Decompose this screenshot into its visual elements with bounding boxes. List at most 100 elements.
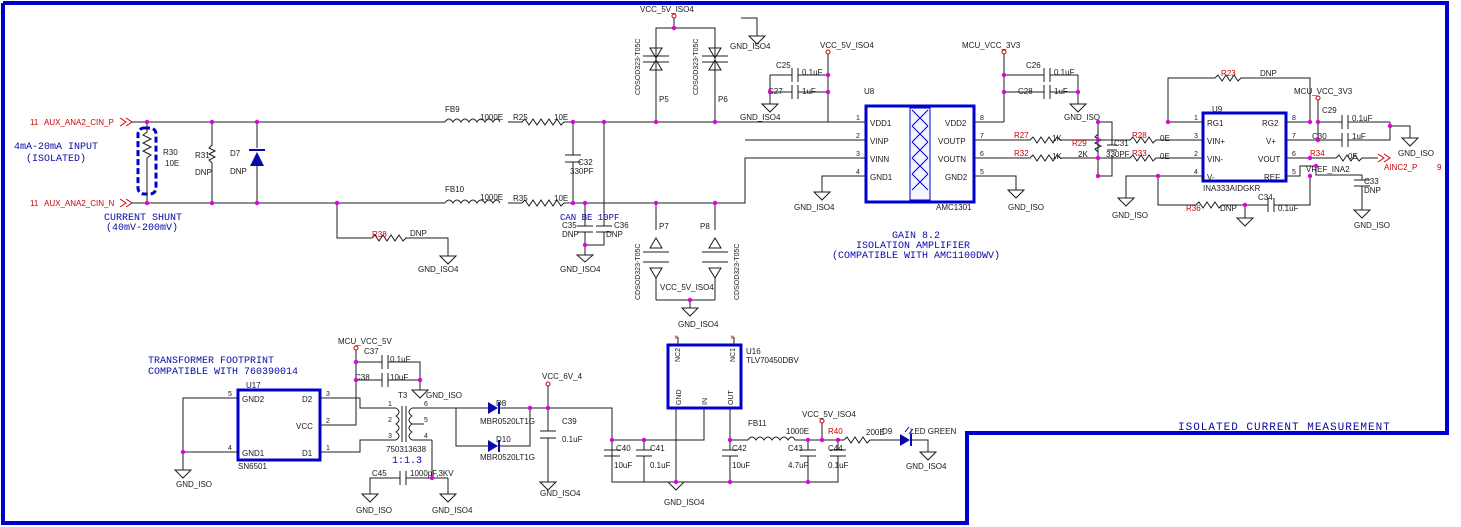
u8-body — [864, 104, 976, 204]
c41-val: 0.1uF — [650, 461, 671, 470]
u16-pin-in: IN — [702, 398, 709, 405]
t3-pinnum-6: 6 — [424, 401, 428, 408]
shunt-label-1: CURRENT SHUNT — [104, 213, 182, 224]
u16-pin-nc1: NC1 — [730, 348, 737, 362]
d9-val: LED GREEN — [910, 427, 956, 436]
u17-pinnum-2: 2 — [326, 418, 330, 425]
gnd-bot: GND_ISO4 — [678, 320, 719, 329]
r31-ref: R31 — [195, 151, 210, 160]
c41-ref: C41 — [650, 444, 665, 453]
u9-pinnum-7: 7 — [1292, 133, 1296, 140]
fb10-val: 1000E — [480, 193, 503, 202]
vref-net: VREF_INA2 — [1306, 165, 1350, 174]
p8-ref: P8 — [700, 222, 710, 231]
gnd-c35: GND_ISO4 — [560, 265, 601, 274]
input-label-1: 4mA-20mA INPUT — [14, 142, 98, 153]
gnd-top: GND_ISO4 — [730, 42, 771, 51]
t3-pinnum-5: 5 — [424, 417, 428, 424]
c39-ref: C39 — [562, 417, 577, 426]
u17-pin-gnd1: GND1 — [242, 449, 265, 458]
p7-val: CDSOD323-T05C — [635, 244, 642, 300]
t3-pinnum-4: 4 — [424, 433, 428, 440]
r34-ref: R34 — [1310, 149, 1325, 158]
r30-val: 10E — [165, 159, 179, 168]
u9-ref: U9 — [1212, 105, 1223, 114]
u9-pin-vplus: V+ — [1266, 137, 1276, 146]
c31-val: 330PF — [1106, 150, 1130, 159]
mcu3v3-u8: MCU_VCC_3V3 — [962, 41, 1021, 50]
compat-label: (COMPATIBLE WITH AMC1100DWV) — [832, 250, 1000, 262]
fb9-val: 1000E — [480, 113, 503, 122]
c25-ref: C25 — [776, 61, 791, 70]
u8-pinnum-4: 4 — [856, 169, 860, 176]
p8-val: CDSOD323-T05C — [734, 244, 741, 300]
c28-ref: C28 — [1018, 87, 1033, 96]
u9-pinnum-6: 6 — [1292, 151, 1296, 158]
gnd-c33: GND_ISO — [1354, 221, 1390, 230]
u17-pinnum-1: 1 — [326, 445, 330, 452]
c29-val: 0.1uF — [1352, 114, 1373, 123]
u8-pinnum-7: 7 — [980, 133, 984, 140]
r36-ref: R36 — [1186, 204, 1201, 213]
u8-pin-gnd2: GND2 — [945, 173, 968, 182]
c38-val: 10uF — [390, 373, 408, 382]
c37-ref: C37 — [364, 347, 379, 356]
gnd-c27: GND_ISO4 — [740, 113, 781, 122]
gnd-u9-vplus: GND_ISO — [1398, 149, 1434, 158]
u16-pin-gnd: GND — [676, 389, 683, 405]
t3-pinnum-1: 1 — [388, 401, 392, 408]
r27-val: 1K — [1052, 134, 1062, 143]
u16-x-nc1: × — [730, 333, 735, 342]
c34-val: 0.1uF — [1278, 204, 1299, 213]
xfmr-label-2: COMPATIBLE WITH 760390014 — [148, 367, 298, 378]
u9-pinnum-1: 1 — [1194, 115, 1198, 122]
u9-pinnum-2: 2 — [1194, 151, 1198, 158]
c45-ref: C45 — [372, 469, 387, 478]
c43-val: 4.7uF — [788, 461, 809, 470]
gnd-u16: GND_ISO4 — [664, 498, 705, 507]
u9-pinnum-8: 8 — [1292, 115, 1296, 122]
can-be-label: CAN BE 10PF — [560, 213, 619, 223]
u8-pinnum-1: 1 — [856, 115, 860, 122]
vcc5-u8: VCC_5V_ISO4 — [820, 41, 874, 50]
c42-ref: C42 — [732, 444, 747, 453]
gnd-c28: GND_ISO — [1064, 113, 1100, 122]
u9-pin-rg1: RG1 — [1207, 119, 1224, 128]
c28-val: 1uF — [1054, 87, 1068, 96]
junction-dots — [144, 25, 1393, 485]
d10-val: MBR0520LT1G — [480, 453, 535, 462]
d8-val: MBR0520LT1G — [480, 417, 535, 426]
u8-pin-vinn: VINN — [870, 155, 889, 164]
vcc5-top: VCC_5V_ISO4 — [640, 5, 694, 14]
u8-pinnum-6: 6 — [980, 151, 984, 158]
r29-ref: R29 — [1072, 139, 1087, 148]
t3-ref: T3 — [398, 391, 408, 400]
d7-ref: D7 — [230, 149, 241, 158]
p5-ref: P5 — [659, 95, 669, 104]
c36-val: DNP — [606, 230, 623, 239]
vcc5-bot: VCC_5V_ISO4 — [660, 283, 714, 292]
t3-pinnum-3: 3 — [388, 433, 392, 440]
u8-ref: U8 — [864, 87, 875, 96]
u8-pinnum-8: 8 — [980, 115, 984, 122]
u9-pin-ref: REF — [1264, 173, 1280, 182]
c31-ref: C31 — [1114, 139, 1129, 148]
c26-ref: C26 — [1026, 61, 1041, 70]
u8-pinnum-5: 5 — [980, 169, 984, 176]
u17-pinnum-5: 5 — [228, 391, 232, 398]
gnd-c45-a: GND_ISO — [356, 506, 392, 515]
u9-pin-vinp: VIN+ — [1207, 137, 1225, 146]
r29-val: 2K — [1078, 150, 1088, 159]
r28-ref: R28 — [1132, 131, 1147, 140]
fb10-ref: FB10 — [445, 185, 465, 194]
r38-val: DNP — [410, 229, 427, 238]
p7-ref: P7 — [659, 222, 669, 231]
vcc6-net: VCC_6V_4 — [542, 372, 583, 381]
r27-ref: R27 — [1014, 131, 1029, 140]
c33-ref: C33 — [1364, 177, 1379, 186]
c35-val: DNP — [562, 230, 579, 239]
c36-ref: C36 — [614, 221, 629, 230]
u9-name: INA333AIDGKR — [1203, 184, 1261, 193]
u8-isolation-barrier — [909, 107, 931, 201]
